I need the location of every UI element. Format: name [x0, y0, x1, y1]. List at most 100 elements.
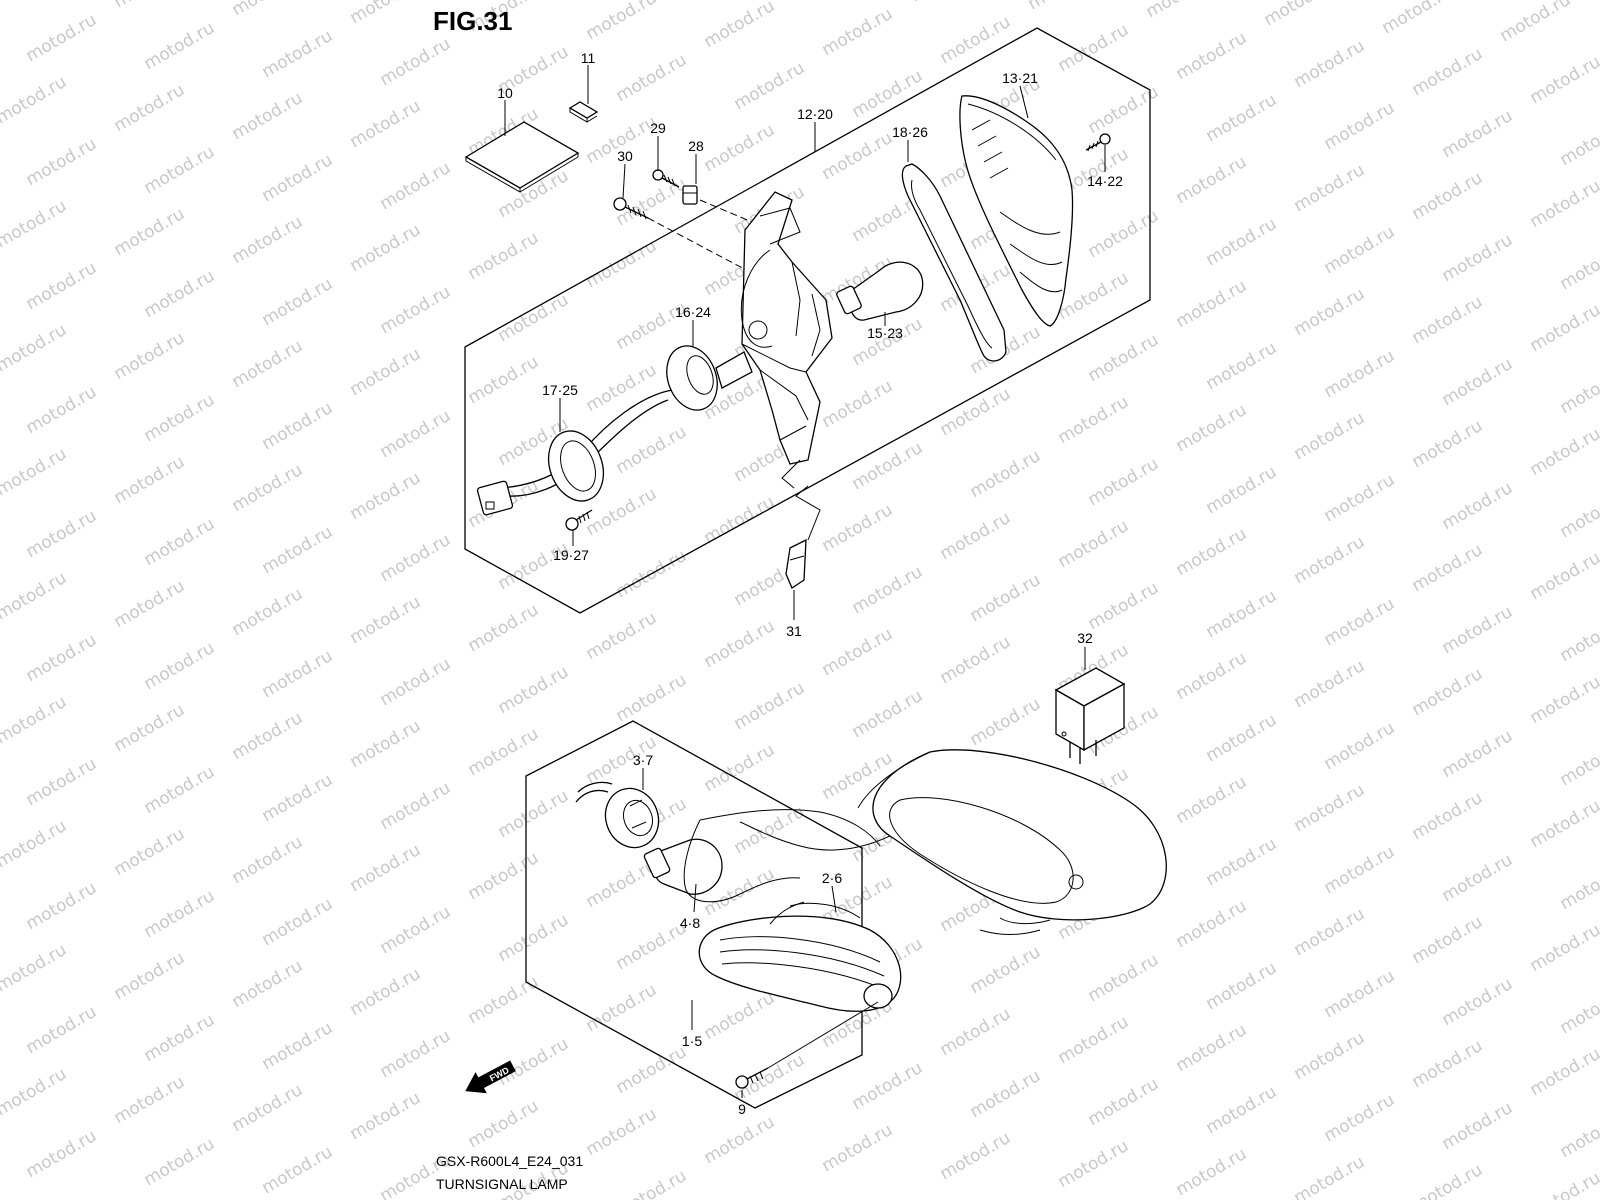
watermark-text: motod.ru — [1409, 1036, 1487, 1092]
watermark-text: motod.ru — [377, 406, 455, 462]
watermark-text: motod.ru — [1203, 462, 1281, 518]
watermark-text: motod.ru — [377, 158, 455, 214]
watermark-text: motod.ru — [465, 600, 543, 656]
watermark-text: motod.ru — [937, 12, 1015, 68]
callout-29: 29 — [650, 120, 666, 136]
watermark-text: motod.ru — [23, 10, 101, 66]
part-28-clip-nut — [682, 185, 698, 205]
watermark-text: motod.ru — [1055, 1012, 1133, 1068]
watermark-text: motod.ru — [1439, 478, 1517, 534]
watermark-text: motod.ru — [1527, 300, 1600, 356]
watermark-text: motod.ru — [613, 918, 691, 974]
watermark-text: motod.ru — [23, 754, 101, 810]
watermark-text: motod.ru — [849, 438, 927, 494]
watermark-text: motod.ru — [1439, 726, 1517, 782]
watermark-text: motod.ru — [583, 0, 661, 44]
watermark-text: motod.ru — [229, 1080, 307, 1136]
callout-2-6: 2·6 — [822, 870, 842, 886]
watermark-text: motod.ru — [347, 716, 425, 772]
watermark-text: motod.ru — [347, 840, 425, 896]
watermark-text: motod.ru — [701, 616, 779, 672]
watermark-text: motod.ru — [1085, 330, 1163, 386]
watermark-text: motod.ru — [1527, 424, 1600, 480]
callout-10: 10 — [497, 85, 513, 101]
watermark-text: motod.ru — [1321, 1090, 1399, 1146]
watermark-text: motod.ru — [1291, 656, 1369, 712]
callout-18-26: 18·26 — [892, 124, 928, 140]
callout-19-27: 19·27 — [553, 547, 589, 563]
watermark-text: motod.ru — [613, 50, 691, 106]
watermark-text: motod.ru — [1439, 850, 1517, 906]
watermark-text: motod.ru — [0, 692, 70, 748]
watermark-text: motod.ru — [347, 0, 425, 28]
part-13-21-lens — [959, 95, 1074, 327]
watermark-text: motod.ru — [259, 274, 337, 330]
watermark-text: motod.ru — [1409, 788, 1487, 844]
watermark-text: motod.ru — [141, 18, 219, 74]
watermark-text: motod.ru — [819, 1120, 897, 1176]
watermark-text: motod.ru — [259, 894, 337, 950]
watermark-text: motod.ru — [0, 72, 70, 128]
watermark-text: motod.ru — [141, 514, 219, 570]
watermark-text: motod.ru — [1291, 532, 1369, 588]
watermark-text: motod.ru — [701, 120, 779, 176]
watermark-text: motod.ru — [1557, 114, 1600, 170]
watermark-text: motod.ru — [1203, 586, 1281, 642]
callout-12-20: 12·20 — [797, 106, 833, 122]
callout-3-7: 3·7 — [633, 752, 653, 768]
watermark-text: motod.ru — [1557, 238, 1600, 294]
watermark-text: motod.ru — [1527, 1044, 1600, 1100]
watermark-text: motod.ru — [1379, 0, 1457, 38]
watermark-text: motod.ru — [1409, 292, 1487, 348]
part-30-screw — [613, 197, 649, 220]
watermark-text: motod.ru — [583, 1104, 661, 1160]
dash-line-30 — [647, 217, 751, 273]
part-11-cushion — [568, 101, 599, 123]
watermark-text: motod.ru — [1439, 974, 1517, 1030]
watermark-text: motod.ru — [229, 88, 307, 144]
watermark-text: motod.ru — [141, 886, 219, 942]
model-code: GSX-R600L4_E24_031 — [436, 1153, 583, 1169]
watermark-text: motod.ru — [1173, 524, 1251, 580]
watermark-text: motod.ru — [819, 4, 897, 60]
watermark-text: motod.ru — [23, 630, 101, 686]
callout-9: 9 — [738, 1101, 746, 1117]
watermark-text: motod.ru — [0, 1064, 70, 1120]
watermark-text: motod.ru — [0, 816, 70, 872]
watermark-text: motod.ru — [1203, 1082, 1281, 1138]
part-9-screw — [735, 1067, 769, 1089]
watermark-text: motod.ru — [1203, 214, 1281, 270]
watermark-text: motod.ru — [495, 1034, 573, 1090]
watermark-text: motod.ru — [613, 670, 691, 726]
watermark-text: motod.ru — [937, 1128, 1015, 1184]
watermark-text: motod.ru — [377, 902, 455, 958]
watermark-text: motod.ru — [1557, 734, 1600, 790]
watermark-text: motod.ru — [1527, 548, 1600, 604]
watermark-text: motod.ru — [1439, 1098, 1517, 1154]
watermark-text: motod.ru — [937, 508, 1015, 564]
watermark-text: motod.ru — [141, 762, 219, 818]
watermark-text: motod.ru — [377, 778, 455, 834]
watermark-text: motod.ru — [111, 948, 189, 1004]
watermark-text: motod.ru — [229, 336, 307, 392]
watermark-text: motod.ru — [141, 1010, 219, 1066]
dash-line-9 — [767, 1001, 879, 1069]
watermark-text: motod.ru — [1291, 1152, 1369, 1200]
watermark-text: motod.ru — [495, 786, 573, 842]
watermark-text: motod.ru — [347, 964, 425, 1020]
watermark-text: motod.ru — [1527, 1168, 1600, 1200]
part-14-22-screw — [1085, 133, 1111, 152]
watermark-text: motod.ru — [111, 576, 189, 632]
callout-30: 30 — [617, 148, 633, 164]
watermark-text: motod.ru — [1321, 594, 1399, 650]
watermark-text: motod.ru — [0, 320, 70, 376]
watermark-text: motod.ru — [347, 1088, 425, 1144]
part-18-26-gasket — [901, 163, 1007, 362]
watermark-text: motod.ru — [819, 500, 897, 556]
watermark-text: motod.ru — [849, 1058, 927, 1114]
watermark-text: motod.ru — [259, 522, 337, 578]
watermark-text: motod.ru — [1203, 90, 1281, 146]
callout-31: 31 — [786, 623, 802, 639]
watermark-text: motod.ru — [1557, 486, 1600, 542]
watermark-text: motod.ru — [229, 584, 307, 640]
